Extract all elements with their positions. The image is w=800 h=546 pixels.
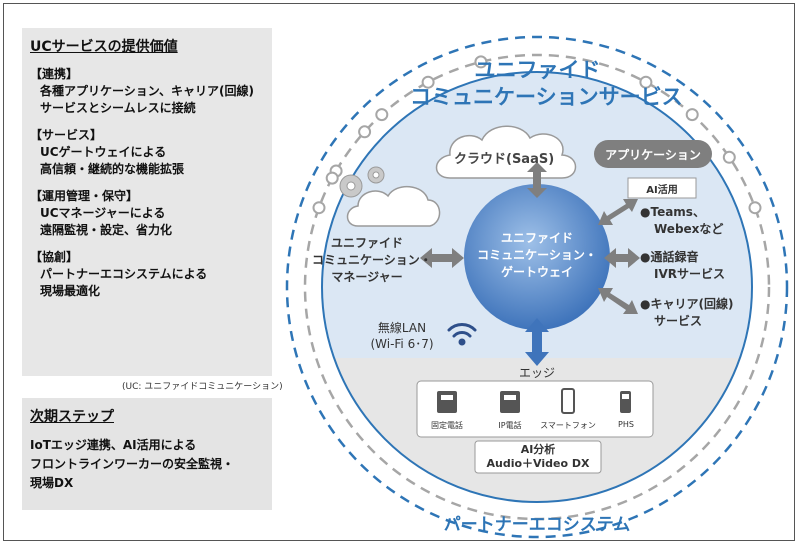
- fixed-phone-icon: [437, 391, 457, 413]
- application-label: アプリケーション: [605, 148, 701, 162]
- value-panel-title: UCサービスの提供価値: [30, 39, 178, 55]
- wireless-label: 無線LAN (Wi-Fi 6･7): [356, 320, 448, 352]
- inner-circle-border: [321, 71, 753, 503]
- next-step-panel: 次期ステップ IoTエッジ連携、AI活用による フロントラインワーカーの安全監視…: [22, 398, 272, 510]
- value-section-line: 遠隔監視・設定、省力化: [40, 223, 173, 237]
- manager-cloud-shape: [346, 186, 441, 227]
- value-section: 【サービス】 UCゲートウェイによる高信頼・継続的な機能拡張: [30, 127, 264, 178]
- value-section-heading: 【連携】: [30, 67, 79, 81]
- next-step-title: 次期ステップ: [30, 409, 114, 425]
- service-title: ユニファイド コミュニケーションサービス: [410, 57, 683, 111]
- value-section-line: サービスとシームレスに接続: [40, 101, 196, 115]
- value-section: 【協創】パートナーエコシステムによる現場最適化: [30, 249, 264, 300]
- gear-icon: [339, 166, 385, 198]
- value-section-line: 現場最適化: [40, 284, 101, 298]
- value-panel: UCサービスの提供価値 【連携】各種アプリケーション、キャリア(回線) サービスと…: [22, 28, 272, 376]
- partner-node: [358, 125, 372, 139]
- recording-item: ●通話録音 IVRサービス: [640, 249, 725, 283]
- value-section-heading: 【サービス】: [30, 128, 103, 142]
- ai-use-box: [627, 177, 697, 199]
- cloud-label: クラウド(SaaS): [454, 152, 555, 167]
- service-title-line: コミュニケーションサービス: [410, 85, 683, 109]
- service-title-line: ユニファイド: [474, 58, 601, 82]
- partner-node: [722, 150, 736, 164]
- recording-item-line: ●通話録音: [640, 250, 699, 264]
- manager-label-line: ユニファイド: [330, 236, 403, 250]
- device-label-ip: IP電話: [498, 421, 522, 430]
- wifi-icon: [447, 323, 477, 346]
- ecosystem-ring-inner: [303, 53, 771, 521]
- carrier-item-line: ●キャリア(回線): [640, 297, 734, 311]
- partner-node: [375, 108, 389, 122]
- gateway-label: ユニファイド コミュニケーション・ ゲートウェイ: [470, 230, 604, 281]
- teams-item-line: Webexなど: [654, 222, 724, 236]
- ai-analysis-line: Audio＋Video DX: [486, 457, 590, 470]
- ai-analysis-label: AI分析 Audio＋Video DX: [475, 443, 601, 471]
- connection-arrows: [420, 162, 640, 314]
- ecosystem-ring-outer: [285, 35, 789, 539]
- next-step-line: IoTエッジ連携、AI活用による: [30, 438, 197, 452]
- cloud-shape: [435, 125, 577, 179]
- ai-analysis-box: [474, 440, 602, 474]
- manager-label-line: コミュニケーション・: [312, 253, 432, 267]
- gateway-label-line: ユニファイド: [500, 231, 573, 245]
- value-section-heading: 【運用管理・保守】: [30, 189, 139, 203]
- ai-use-label: AI活用: [646, 185, 678, 196]
- smartphone-icon: [561, 388, 575, 414]
- carrier-item-line: サービス: [654, 314, 703, 328]
- partner-node: [474, 55, 488, 69]
- wireless-label-line: 無線LAN: [377, 321, 427, 335]
- value-section-line: パートナーエコシステムによる: [40, 267, 208, 281]
- teams-item-line: ●Teams、: [640, 205, 705, 219]
- edge-label: エッジ: [518, 366, 555, 380]
- partner-node: [748, 201, 762, 215]
- ai-analysis-line: AI分析: [520, 443, 556, 456]
- carrier-item: ●キャリア(回線) サービス: [640, 296, 733, 330]
- value-section-line: 各種アプリケーション、キャリア(回線): [40, 84, 255, 98]
- ecosystem-label: パートナーエコシステム: [443, 515, 631, 535]
- device-label-phs: PHS: [618, 420, 634, 429]
- next-step-line: 現場DX: [30, 476, 74, 490]
- value-section-line: 高信頼・継続的な機能拡張: [40, 162, 185, 176]
- value-section: 【運用管理・保守】 UCマネージャーによる遠隔監視・設定、省力化: [30, 188, 264, 239]
- phs-icon: [620, 391, 631, 413]
- edge-arrow: [525, 318, 549, 366]
- value-section: 【連携】各種アプリケーション、キャリア(回線) サービスとシームレスに接続: [30, 66, 264, 117]
- application-box: [594, 140, 712, 168]
- device-label-fixed: 固定電話: [431, 421, 463, 430]
- uc-note: (UC: ユニファイドコミュニケーション): [122, 382, 283, 392]
- devices-box: [416, 380, 654, 438]
- gateway-label-line: ゲートウェイ: [500, 265, 573, 279]
- device-label-smartphone: スマートフォン: [540, 421, 596, 430]
- value-section-line: UCマネージャーによる: [40, 206, 166, 220]
- partner-node: [312, 201, 326, 215]
- recording-item-line: IVRサービス: [654, 267, 725, 281]
- partner-node: [421, 75, 435, 89]
- partner-node: [639, 75, 653, 89]
- value-section-line: UCゲートウェイによる: [40, 145, 167, 159]
- teams-item: ●Teams、 Webexなど: [640, 204, 723, 238]
- next-step-line: フロントラインワーカーの安全監視・: [30, 457, 235, 471]
- gateway-label-line: コミュニケーション・: [477, 248, 597, 262]
- gateway-circle: [464, 184, 610, 330]
- wireless-label-line: (Wi-Fi 6･7): [370, 337, 434, 351]
- ip-phone-icon: [500, 391, 520, 413]
- manager-label-line: マネージャー: [331, 270, 403, 284]
- manager-label: ユニファイド コミュニケーション・ マネージャー: [312, 235, 432, 286]
- partner-node: [325, 171, 339, 185]
- partner-node: [685, 108, 699, 122]
- outer-frame: [3, 3, 795, 541]
- value-section-heading: 【協創】: [30, 250, 79, 264]
